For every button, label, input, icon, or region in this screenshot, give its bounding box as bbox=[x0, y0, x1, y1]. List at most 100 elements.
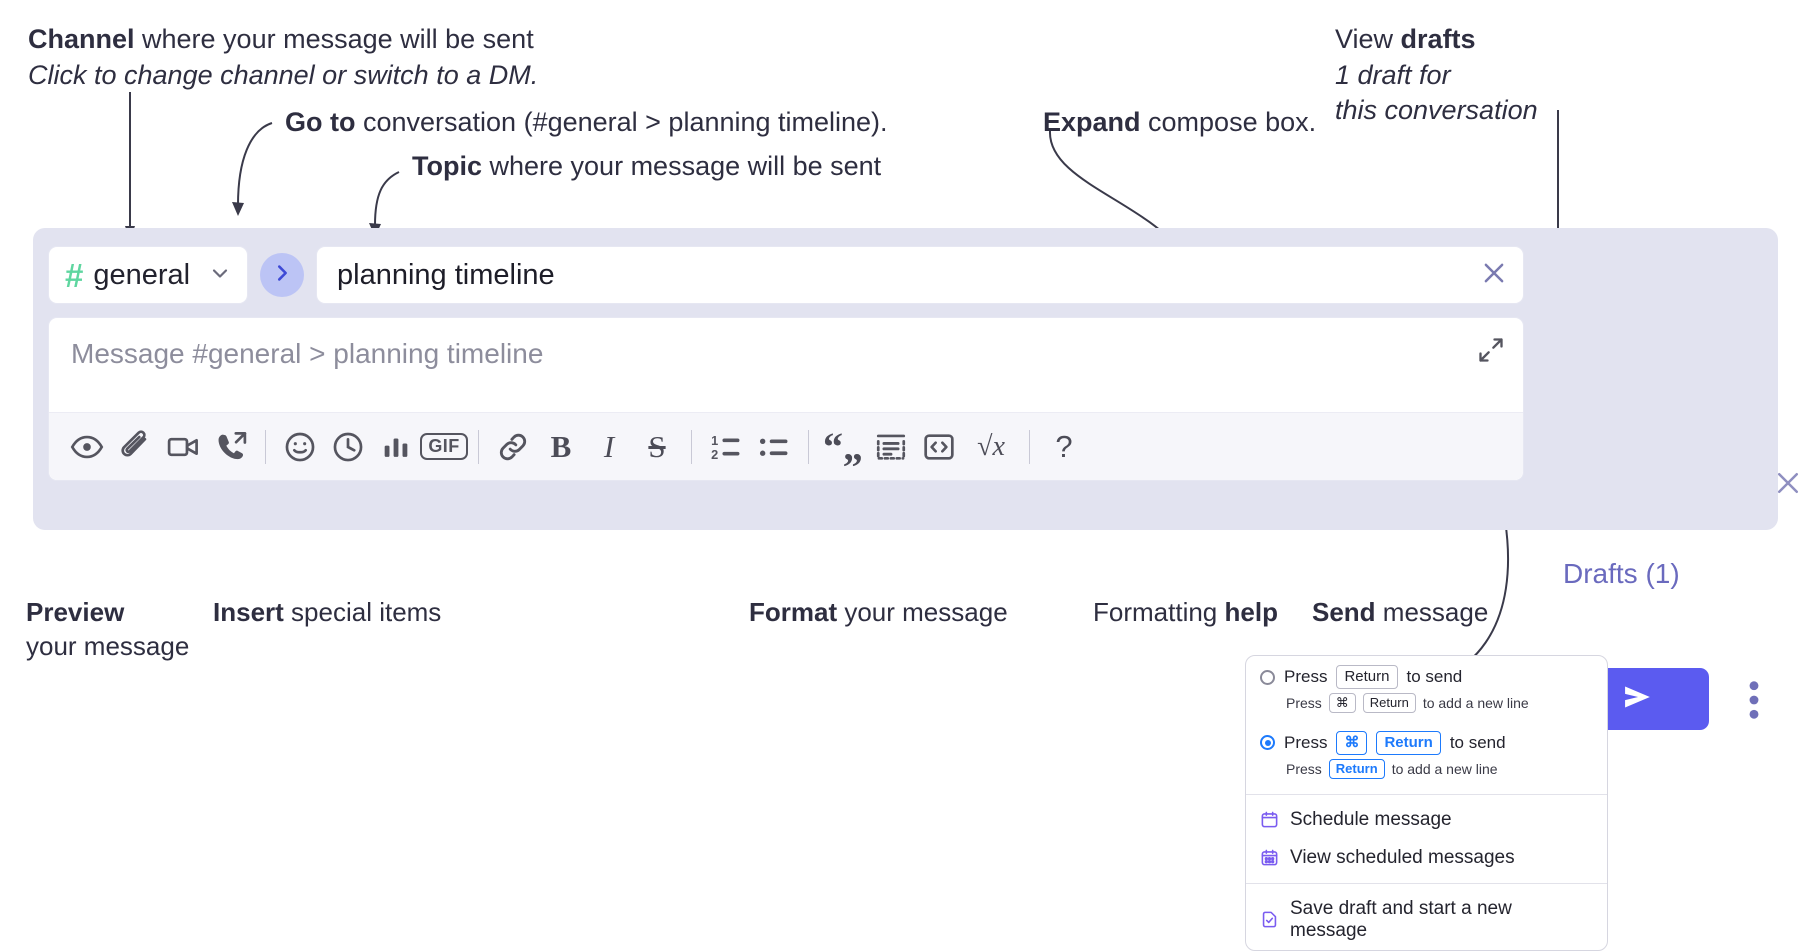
annotation-channel-italic: Click to change channel or switch to a D… bbox=[28, 59, 539, 90]
poll-icon[interactable] bbox=[372, 423, 420, 471]
separator-2 bbox=[478, 429, 479, 464]
menu-item-schedule-message[interactable]: Schedule message bbox=[1246, 801, 1607, 839]
option-cmd-return-to-send[interactable]: Press ⌘ Return to send bbox=[1246, 722, 1607, 759]
option-return-to-send[interactable]: Press Return to send bbox=[1246, 656, 1607, 693]
topic-value: planning timeline bbox=[337, 258, 555, 291]
annotation-topic-rest: where your message will be sent bbox=[482, 151, 882, 181]
annotation-send-bold: Send bbox=[1312, 597, 1376, 627]
menu-item-label: Save draft and start a new message bbox=[1290, 897, 1512, 941]
math-icon[interactable]: √x bbox=[963, 423, 1019, 471]
annotation-send: Send message bbox=[1312, 595, 1488, 629]
annotation-insert-bold: Insert bbox=[213, 597, 284, 627]
key-return-sub: Return bbox=[1362, 693, 1416, 713]
gif-label: GIF bbox=[420, 433, 468, 460]
expand-diagonal-icon[interactable] bbox=[1477, 336, 1505, 369]
help-label: ? bbox=[1055, 429, 1073, 464]
radio-selected[interactable] bbox=[1260, 735, 1275, 751]
svg-text:2: 2 bbox=[711, 447, 718, 462]
italic-label: I bbox=[603, 428, 615, 464]
compose-panel: # general planning timeline Message #gen… bbox=[33, 228, 1798, 730]
menu-item-view-scheduled[interactable]: View scheduled messages bbox=[1246, 839, 1607, 877]
inline-code-icon[interactable] bbox=[915, 423, 963, 471]
drafts-link[interactable]: Drafts (1) bbox=[1563, 558, 1680, 589]
panel-close-icon[interactable] bbox=[1773, 468, 1803, 503]
code-block-icon[interactable] bbox=[867, 423, 915, 471]
option-2-subtext: Press Return to add a new line bbox=[1246, 759, 1607, 788]
menu-item-label: View scheduled messages bbox=[1290, 846, 1515, 868]
bold-label: B bbox=[550, 428, 572, 464]
annotation-drafts-pre: View bbox=[1335, 24, 1401, 54]
separator-5 bbox=[1029, 429, 1030, 464]
chevron-right-icon bbox=[271, 262, 293, 289]
annotation-help-pre: Formatting bbox=[1093, 597, 1225, 627]
chevron-down-icon bbox=[208, 261, 232, 290]
more-vertical-icon[interactable] bbox=[1746, 680, 1762, 725]
key-command: ⌘ bbox=[1328, 693, 1356, 713]
menu-divider-2 bbox=[1246, 882, 1607, 884]
formatting-help-icon[interactable]: ? bbox=[1040, 423, 1088, 471]
calendar-clock-icon bbox=[1260, 810, 1279, 829]
separator-3 bbox=[691, 429, 692, 464]
message-placeholder: Message #general > planning timeline bbox=[71, 338, 544, 369]
annotation-drafts-italic2: this conversation bbox=[1335, 95, 1538, 126]
option-1-sub-pre: Press bbox=[1286, 695, 1322, 712]
blockquote-icon[interactable]: “„ bbox=[819, 423, 867, 471]
emoji-icon[interactable] bbox=[276, 423, 324, 471]
radio-unselected[interactable] bbox=[1260, 669, 1275, 685]
annotation-format-bold: Format bbox=[749, 597, 838, 627]
italic-icon[interactable]: I bbox=[585, 423, 633, 471]
close-icon[interactable] bbox=[1479, 258, 1509, 293]
annotation-preview-rest: your message bbox=[26, 631, 190, 662]
channel-name: general bbox=[93, 258, 191, 291]
link-icon[interactable] bbox=[489, 423, 537, 471]
send-arrow-icon bbox=[1615, 675, 1659, 724]
annotation-insert: Insert special items bbox=[213, 595, 441, 629]
compose-header-row: # general planning timeline bbox=[48, 244, 1524, 306]
preview-icon[interactable] bbox=[63, 423, 111, 471]
annotation-insert-rest: special items bbox=[283, 597, 442, 627]
annotation-format: Format your message bbox=[749, 595, 1008, 629]
annotation-drafts: View drafts 1 draft for this conversatio… bbox=[1335, 22, 1538, 129]
menu-item-label: Schedule message bbox=[1290, 808, 1452, 830]
annotation-format-rest: your message bbox=[837, 597, 1008, 627]
compose-options-menu: Press Return to send Press ⌘ Return to a… bbox=[1245, 655, 1608, 951]
hash-icon: # bbox=[65, 256, 84, 294]
option-2-pre: Press bbox=[1284, 732, 1328, 752]
key-return-sub-2: Return bbox=[1328, 759, 1385, 779]
menu-item-save-draft[interactable]: Save draft and start a new message bbox=[1246, 890, 1607, 950]
reminder-icon[interactable] bbox=[324, 423, 372, 471]
go-to-conversation-button[interactable] bbox=[260, 253, 304, 297]
key-command-2: ⌘ bbox=[1336, 730, 1368, 756]
call-icon[interactable] bbox=[207, 423, 255, 471]
option-1-subtext: Press ⌘ Return to add a new line bbox=[1246, 693, 1607, 722]
bulleted-list-icon[interactable] bbox=[750, 423, 798, 471]
key-return-2: Return bbox=[1376, 730, 1441, 756]
separator-4 bbox=[808, 429, 809, 464]
annotation-expand-bold: Expand bbox=[1043, 107, 1141, 137]
video-icon[interactable] bbox=[159, 423, 207, 471]
attachment-icon[interactable] bbox=[111, 423, 159, 471]
annotation-channel: Channel where your message will be sent … bbox=[28, 22, 538, 93]
annotation-goto: Go to conversation (#general > planning … bbox=[285, 105, 888, 141]
annotation-topic: Topic where your message will be sent bbox=[412, 149, 881, 185]
menu-divider-1 bbox=[1246, 793, 1607, 795]
topic-input[interactable]: planning timeline bbox=[316, 246, 1524, 304]
annotation-goto-bold: Go to bbox=[285, 107, 356, 137]
svg-text:1: 1 bbox=[711, 432, 718, 447]
strikethrough-icon[interactable]: S bbox=[633, 423, 681, 471]
channel-selector[interactable]: # general bbox=[48, 246, 248, 304]
annotation-drafts-bold: drafts bbox=[1400, 24, 1476, 54]
strike-label: S bbox=[648, 428, 666, 464]
annotation-help: Formatting help bbox=[1093, 595, 1278, 629]
gif-icon[interactable]: GIF bbox=[420, 423, 468, 471]
message-input-area[interactable]: Message #general > planning timeline bbox=[48, 317, 1524, 481]
bold-icon[interactable]: B bbox=[537, 423, 585, 471]
annotation-channel-bold: Channel bbox=[28, 24, 135, 54]
quote-glyph: “„ bbox=[823, 423, 863, 469]
calendar-grid-icon bbox=[1260, 848, 1279, 867]
annotation-preview: Preview your message bbox=[26, 595, 189, 664]
annotation-expand-rest: compose box. bbox=[1140, 107, 1317, 137]
option-2-sub-post: to add a new line bbox=[1391, 760, 1498, 777]
annotation-goto-rest: conversation (#general > planning timeli… bbox=[355, 107, 888, 137]
